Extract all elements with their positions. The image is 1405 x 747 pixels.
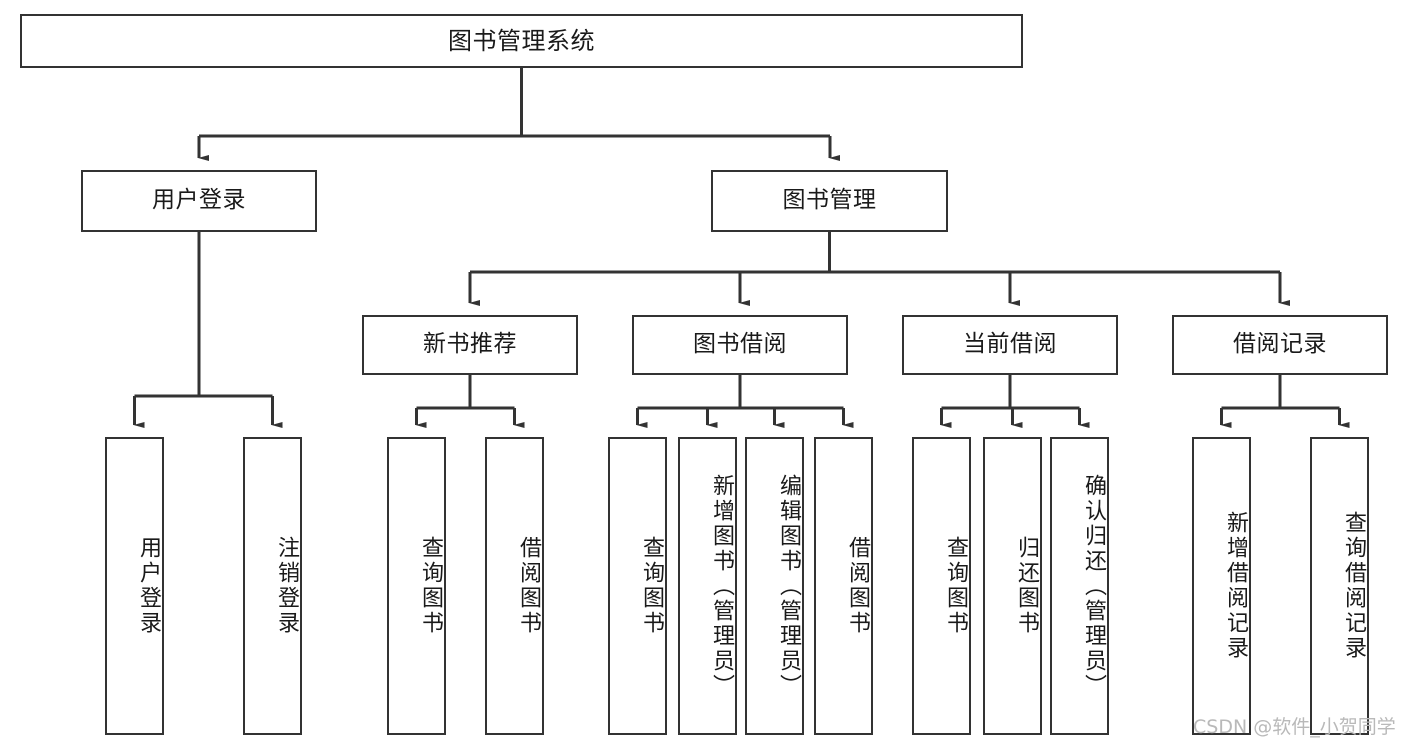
- node-book-manage[interactable]: 图书管理: [711, 170, 948, 232]
- node-borrow-record[interactable]: 借阅记录: [1172, 315, 1388, 375]
- node-new-book-rec[interactable]: 新书推荐: [362, 315, 578, 375]
- node-leaf-rec-add-record-label: 新增借阅记录: [1223, 511, 1248, 661]
- node-leaf-rec-query-book-label: 查询图书: [418, 536, 443, 636]
- node-leaf-cur-query-book-label: 查询图书: [943, 536, 968, 636]
- node-leaf-rec-borrow-book-label: 借阅图书: [516, 536, 541, 636]
- node-book-manage-label: 图书管理: [782, 187, 877, 214]
- node-current-borrow[interactable]: 当前借阅: [902, 315, 1118, 375]
- node-leaf-cur-query-book[interactable]: 查询图书: [912, 437, 971, 735]
- node-leaf-borrow-add-book[interactable]: 新增图书（管理员）: [678, 437, 737, 735]
- node-leaf-rec-query-record-label: 查询借阅记录: [1341, 511, 1366, 661]
- node-leaf-borrow-query-book[interactable]: 查询图书: [608, 437, 667, 735]
- node-leaf-user-login[interactable]: 用户登录: [105, 437, 164, 735]
- node-leaf-rec-query-record[interactable]: 查询借阅记录: [1310, 437, 1369, 735]
- watermark: CSDN @软件_小贺同学: [1193, 716, 1396, 738]
- node-leaf-cur-return-book-label: 归还图书: [1014, 536, 1039, 636]
- node-book-borrow-label: 图书借阅: [693, 331, 787, 358]
- node-leaf-rec-add-record[interactable]: 新增借阅记录: [1192, 437, 1251, 735]
- node-root[interactable]: 图书管理系统: [20, 14, 1023, 68]
- node-leaf-borrow-edit-book-label: 编辑图书（管理员）: [776, 473, 801, 699]
- node-leaf-cur-confirm-return-label: 确认归还（管理员）: [1081, 473, 1106, 699]
- node-current-borrow-label: 当前借阅: [963, 331, 1057, 358]
- node-user-login[interactable]: 用户登录: [81, 170, 317, 232]
- node-leaf-cur-return-book[interactable]: 归还图书: [983, 437, 1042, 735]
- node-leaf-rec-borrow-book[interactable]: 借阅图书: [485, 437, 544, 735]
- node-leaf-user-logout-label: 注销登录: [274, 536, 299, 636]
- node-new-book-rec-label: 新书推荐: [423, 331, 517, 358]
- node-user-login-label: 用户登录: [152, 187, 246, 214]
- node-leaf-user-logout[interactable]: 注销登录: [243, 437, 302, 735]
- node-root-label: 图书管理系统: [448, 26, 595, 55]
- node-borrow-record-label: 借阅记录: [1233, 331, 1327, 358]
- node-leaf-rec-query-book[interactable]: 查询图书: [387, 437, 446, 735]
- node-leaf-borrow-borrow-book[interactable]: 借阅图书: [814, 437, 873, 735]
- node-leaf-borrow-edit-book[interactable]: 编辑图书（管理员）: [745, 437, 804, 735]
- node-leaf-borrow-add-book-label: 新增图书（管理员）: [709, 473, 734, 699]
- node-leaf-borrow-query-book-label: 查询图书: [639, 536, 664, 636]
- node-leaf-borrow-borrow-book-label: 借阅图书: [845, 536, 870, 636]
- node-book-borrow[interactable]: 图书借阅: [632, 315, 848, 375]
- node-leaf-cur-confirm-return[interactable]: 确认归还（管理员）: [1050, 437, 1109, 735]
- node-leaf-user-login-label: 用户登录: [136, 536, 161, 636]
